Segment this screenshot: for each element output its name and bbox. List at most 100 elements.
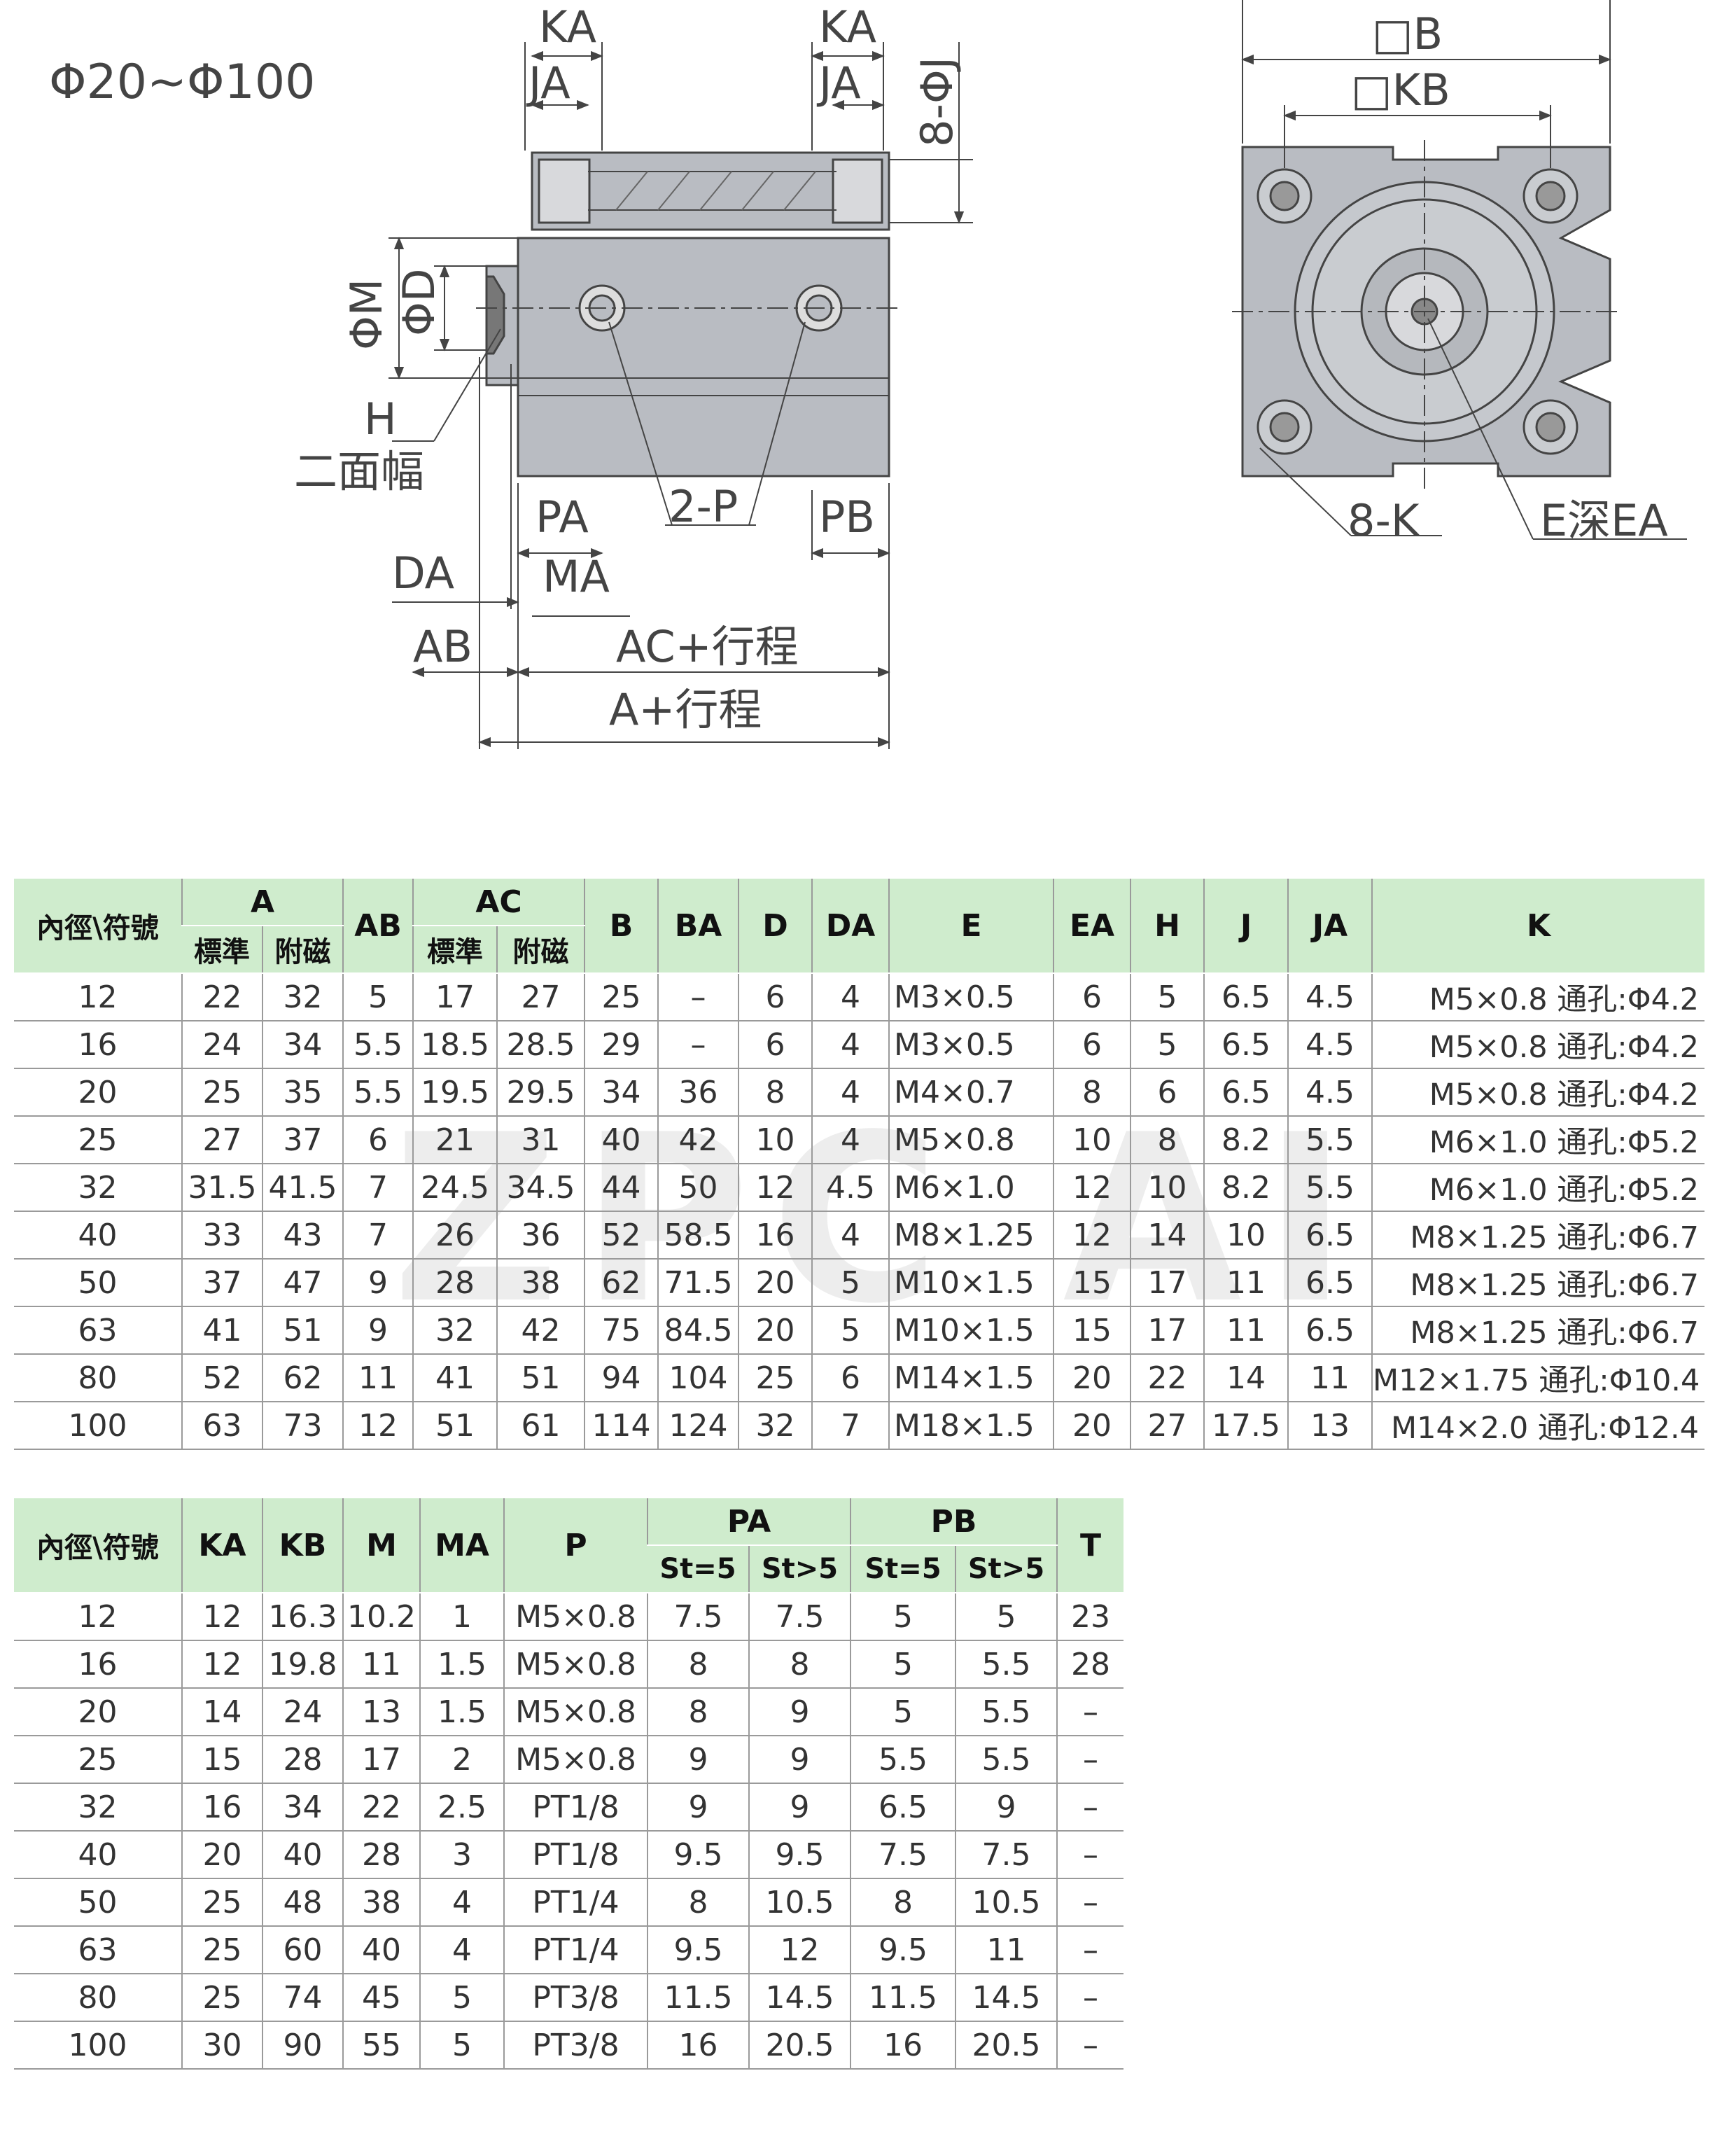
table-cell: 22 [342, 1783, 420, 1832]
header-ba: BA [657, 879, 738, 974]
header-pb-st5: St=5 [850, 1545, 956, 1593]
table-cell: 40 [14, 1831, 182, 1879]
table-cell: 12 [748, 1926, 851, 1974]
table-cell: 15 [1053, 1259, 1130, 1307]
table-cell: M8×1.25 通孔:Φ6.7 [1371, 1259, 1704, 1307]
table-cell: 80 [14, 1974, 182, 2022]
table-cell: 42 [657, 1116, 738, 1164]
table-cell: – [1056, 1688, 1124, 1736]
header-pb: PB [850, 1498, 1058, 1546]
table-cell: 94 [584, 1354, 658, 1402]
table-cell: M5×0.8 [503, 1736, 648, 1784]
table-cell: 6 [738, 973, 812, 1021]
table-cell: 36 [657, 1068, 738, 1117]
table-cell: 34.5 [496, 1164, 584, 1212]
table-cell: M3×0.5 [888, 973, 1054, 1021]
table-cell: 9 [748, 1736, 851, 1784]
table-cell: 7 [811, 1402, 889, 1450]
table-cell: 16 [14, 1021, 182, 1069]
table-cell: 90 [262, 2021, 343, 2070]
table-cell: 52 [584, 1211, 658, 1260]
table-cell: M5×0.8 [888, 1116, 1054, 1164]
table-cell: 11 [1287, 1354, 1372, 1402]
table-cell: 14 [181, 1688, 262, 1736]
table-cell: 14.5 [955, 1974, 1058, 2022]
header-b: B [584, 879, 658, 974]
table-cell: 20 [738, 1259, 812, 1307]
table-cell: M12×1.75 通孔:Φ10.4 [1371, 1354, 1704, 1402]
table-cell: 25 [181, 1926, 262, 1974]
table-cell: 12 [14, 973, 182, 1021]
end-dimension-lines [1232, 0, 1687, 540]
table-cell: 6 [1130, 1068, 1204, 1117]
table-cell: 4 [811, 1211, 889, 1260]
table-cell: 9 [342, 1259, 413, 1307]
table-cell: 4 [811, 1021, 889, 1069]
table-cell: 10.5 [955, 1878, 1058, 1927]
table-cell: M10×1.5 [888, 1306, 1054, 1355]
table-cell: M5×0.8 [503, 1688, 648, 1736]
table-cell: 27 [496, 973, 584, 1021]
table-cell: 24.5 [412, 1164, 497, 1212]
table-cell: 5 [342, 973, 413, 1021]
table-cell: 23 [1056, 1593, 1124, 1641]
table-cell: – [1056, 1831, 1124, 1879]
table-cell: 26 [412, 1211, 497, 1260]
table-cell: 7.5 [955, 1831, 1058, 1879]
table-cell: 17 [342, 1736, 420, 1784]
header-a: A [181, 879, 343, 926]
table-cell: 5 [1130, 1021, 1204, 1069]
table-cell: 40 [14, 1211, 182, 1260]
table-cell: 4.5 [1287, 1021, 1372, 1069]
table-cell: 27 [1130, 1402, 1204, 1450]
table-cell: 4 [419, 1878, 504, 1927]
table-cell: M14×2.0 通孔:Φ12.4 [1371, 1402, 1704, 1450]
table-cell: 11.5 [850, 1974, 956, 2022]
table-cell: 58.5 [657, 1211, 738, 1260]
table-cell: 6.5 [850, 1783, 956, 1832]
table-cell: 6.5 [1203, 1068, 1288, 1117]
table-cell: M5×0.8 [503, 1593, 648, 1641]
table-cell: 8 [1130, 1116, 1204, 1164]
header-m: M [342, 1498, 420, 1593]
table-cell: 15 [181, 1736, 262, 1784]
table-cell: M8×1.25 通孔:Φ6.7 [1371, 1306, 1704, 1355]
table-cell: 2 [419, 1736, 504, 1784]
table-cell: – [657, 1021, 738, 1069]
table-cell: 20 [1053, 1402, 1130, 1450]
table-cell: 4 [419, 1926, 504, 1974]
table-cell: PT1/4 [503, 1926, 648, 1974]
table-cell: 9.5 [748, 1831, 851, 1879]
table-cell: 74 [262, 1974, 343, 2022]
table-cell: 4.5 [811, 1164, 889, 1212]
table-cell: 20.5 [955, 2021, 1058, 2070]
table-cell: 16 [647, 2021, 749, 2070]
table-cell: 8.2 [1203, 1116, 1288, 1164]
table-cell: 16 [14, 1640, 182, 1689]
table-cell: M6×1.0 通孔:Φ5.2 [1371, 1164, 1704, 1212]
label-ka-right: KA [819, 1, 876, 53]
table-cell: 15 [1053, 1306, 1130, 1355]
table-cell: 5 [811, 1306, 889, 1355]
table-cell: 84.5 [657, 1306, 738, 1355]
table-cell: – [1056, 1926, 1124, 1974]
table-cell: 9.5 [647, 1926, 749, 1974]
table-cell: 37 [262, 1116, 343, 1164]
header-h: H [1130, 879, 1204, 974]
table-cell: 7.5 [850, 1831, 956, 1879]
table-cell: 25 [584, 973, 658, 1021]
table-cell: 40 [262, 1831, 343, 1879]
table-cell: 21 [412, 1116, 497, 1164]
table-cell: M3×0.5 [888, 1021, 1054, 1069]
table-cell: 50 [14, 1259, 182, 1307]
header-pb-stgt5: St>5 [955, 1545, 1058, 1593]
table-cell: 9 [342, 1306, 413, 1355]
table-cell: 32 [14, 1164, 182, 1212]
table-cell: 63 [14, 1926, 182, 1974]
table-cell: 37 [181, 1259, 262, 1307]
